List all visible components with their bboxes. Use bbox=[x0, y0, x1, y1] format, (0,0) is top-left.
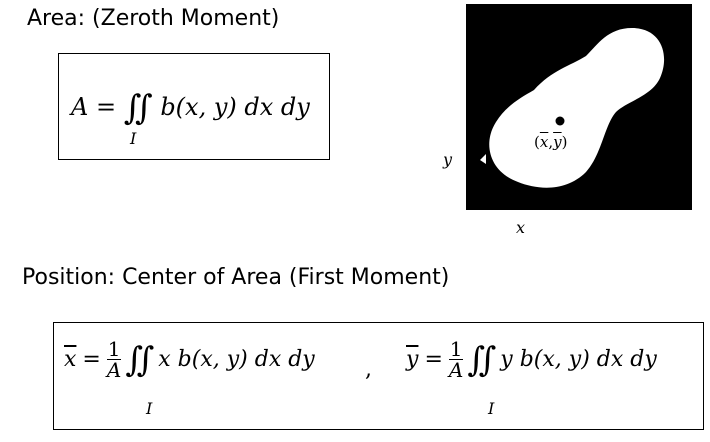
centroid-dot bbox=[555, 116, 565, 126]
centroid-formula-box: x = 1 A ∬ x b(x, y) dx dy I , y = 1 A ∬ … bbox=[53, 322, 704, 430]
region-figure bbox=[466, 4, 692, 216]
centroid-ybar: y bbox=[553, 133, 562, 151]
xbar-integrand: x b(x, y) dx dy bbox=[158, 347, 315, 372]
ybar-integral-sign: ∬ bbox=[467, 339, 497, 380]
ybar-integrand: y b(x, y) dx dy bbox=[500, 347, 657, 372]
ybar-domain: I bbox=[488, 399, 495, 418]
area-formula: A = ∬ b(x, y) dx dy bbox=[71, 84, 310, 128]
region-shape bbox=[489, 28, 665, 188]
formula-separator: , bbox=[365, 357, 372, 382]
x-axis-arrow bbox=[522, 210, 530, 216]
ybar-numerator: 1 bbox=[449, 337, 463, 361]
xbar-integral-sign: ∬ bbox=[125, 339, 155, 380]
area-heading: Area: (Zeroth Moment) bbox=[27, 6, 280, 31]
xbar-fraction: 1 A bbox=[106, 337, 122, 382]
ybar-equals: = bbox=[424, 347, 443, 372]
ybar-symbol: y bbox=[406, 347, 419, 372]
area-formula-box: A = ∬ b(x, y) dx dy I bbox=[58, 53, 330, 160]
xbar-symbol: x bbox=[64, 347, 77, 372]
position-heading: Position: Center of Area (First Moment) bbox=[22, 265, 450, 290]
y-axis-arrow bbox=[480, 154, 486, 164]
y-axis-label: y bbox=[443, 150, 453, 169]
ybar-formula: y = 1 A ∬ y b(x, y) dx dy bbox=[406, 339, 657, 380]
xbar-numerator: 1 bbox=[107, 337, 121, 361]
ybar-fraction: 1 A bbox=[448, 337, 464, 382]
area-integral-sign: ∬ bbox=[123, 88, 153, 128]
centroid-xbar: x bbox=[539, 133, 549, 151]
xbar-denominator: A bbox=[106, 358, 122, 382]
xbar-domain: I bbox=[146, 399, 153, 418]
xbar-formula: x = 1 A ∬ x b(x, y) dx dy bbox=[64, 339, 315, 380]
area-domain: I bbox=[130, 129, 137, 148]
area-integrand: b(x, y) dx dy bbox=[160, 93, 310, 121]
area-lhs: A = bbox=[71, 93, 117, 121]
centroid-label: (x,y) bbox=[534, 133, 568, 151]
xbar-equals: = bbox=[82, 347, 101, 372]
x-axis-label: x bbox=[516, 218, 526, 237]
ybar-denominator: A bbox=[448, 358, 464, 382]
